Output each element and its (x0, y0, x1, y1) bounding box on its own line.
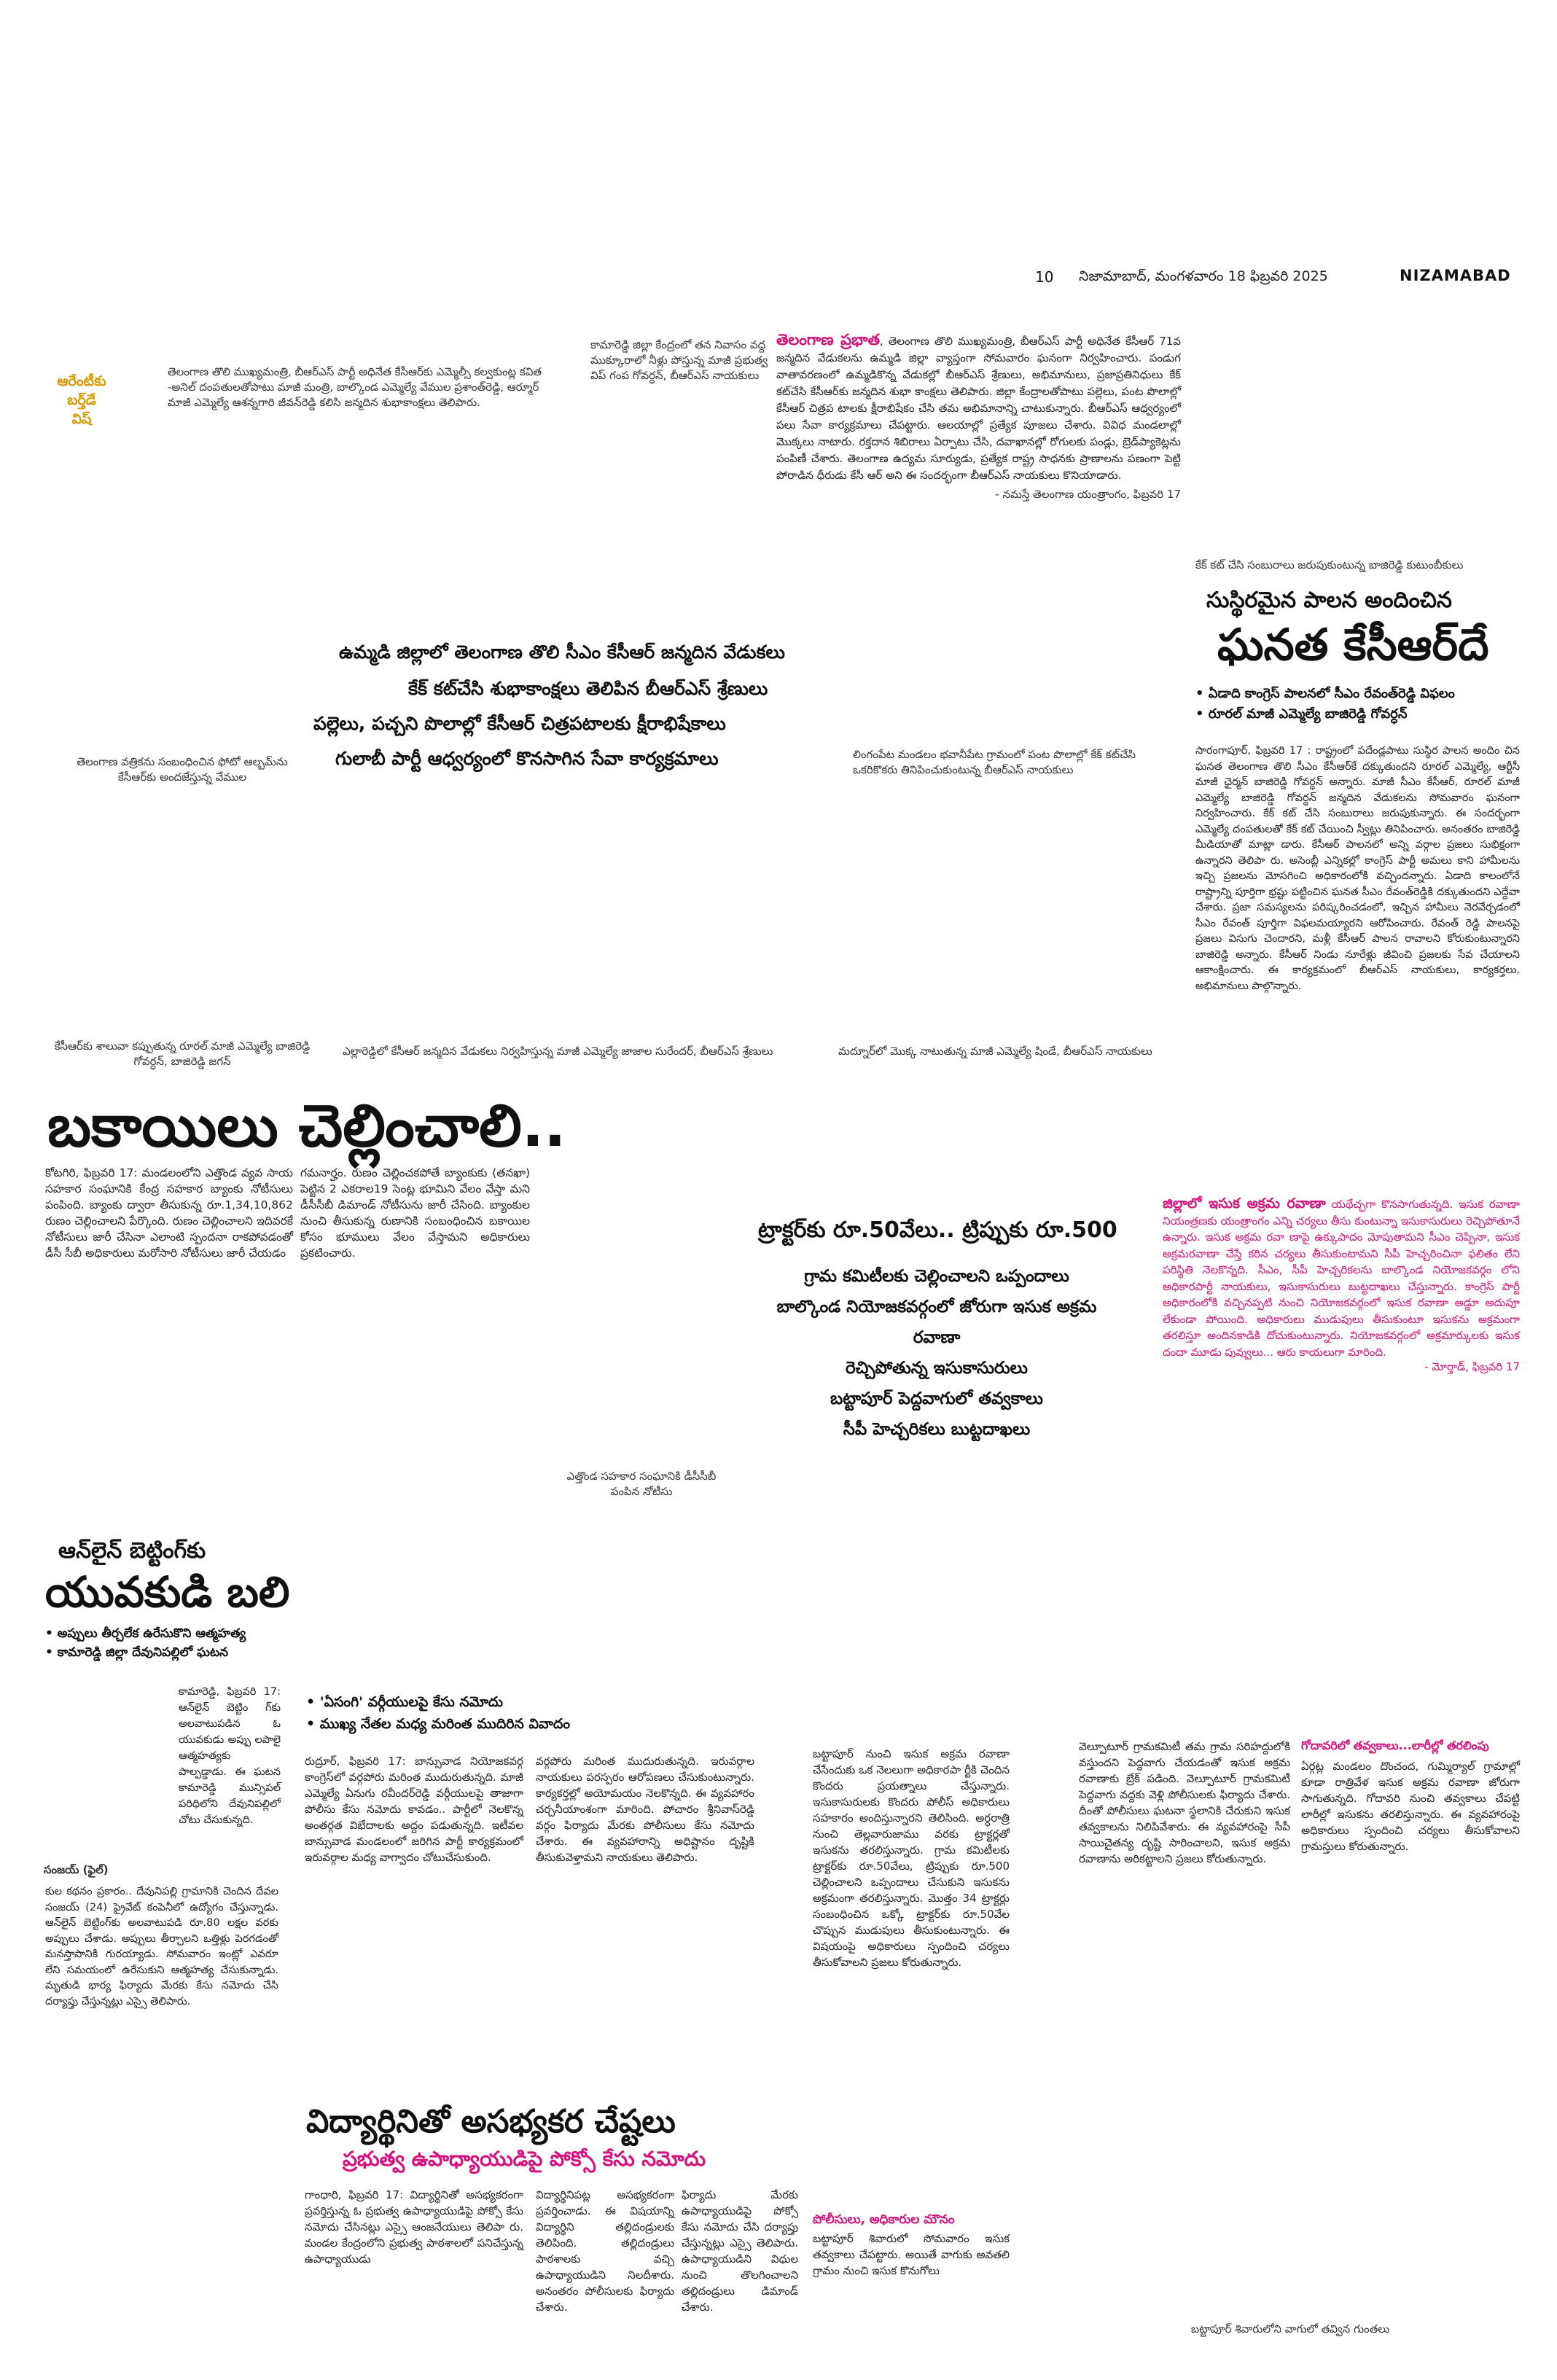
bakayilu-headline: బకాయిలు చెల్లించాలి.. (47, 1092, 566, 1160)
telangana-label: తెలంగాణ ప్రభాత (776, 331, 880, 348)
betting-body: కుల కథనం ప్రకారం.. దేవునిపల్లి గ్రామానిక… (45, 1886, 278, 2008)
sand-box-label: జిల్లాలో ఇసుక అక్రమ రవాణా (1163, 1195, 1326, 1212)
birthday-logo: ఆరేంటీకు బర్త్‌డే విష్ (52, 372, 111, 429)
photo-caption: తెలంగాణ తొలి ముఖ్యమంత్రి, బీఆర్ఎస్ పార్ట… (168, 365, 542, 409)
page-number: 10 (1035, 268, 1054, 286)
deck-line: బాల్కొండ నియోజకవర్గంలో జోరుగా ఇసుక అక్రమ… (776, 1298, 1097, 1347)
photo-caption: తెలంగాణ వత్రికను సంబంధించిన ఫోటో ఆల్బమ్‌… (77, 755, 288, 784)
photo-caption: కేసీఆర్‌కు శాలువా కప్పుతున్న రూరల్ మాజీ … (54, 1039, 311, 1068)
photo-caption: లింగంపేట మండలం భవానీపేట గ్రామంలో పంట పొల… (853, 748, 1136, 776)
headline-line: కేక్ కట్‌చేసి శుభాకాంక్షలు తెలిపిన బీఆర్… (408, 678, 768, 699)
deck-line: సీపీ హెచ్చరికలు బుట్టదాఖలు (843, 1420, 1031, 1439)
sand-col-3: ఏర్గట్ల మండలం దొంచంద, గుమ్మిర్యాల్ గ్రామ… (1301, 1760, 1520, 1853)
deck-line: గ్రామ కమిటీలకు చెల్లించాలని ఒప్పందాలు (804, 1267, 1069, 1286)
story-kicker: సుస్థిరమైన పాలన అందించిన (1206, 588, 1452, 613)
sand-col-1: బట్టాపూర్ నుంచి ఇసుక అక్రమ రవాణా చేసేందు… (813, 1747, 1010, 1969)
yesangi-col-2: వర్గపోరు మరింత ముదురుతున్నది. ఇరువర్గాల … (536, 1755, 754, 1864)
credit-line: - నమస్తే తెలంగాణ యంత్రాంగం, ఫిబ్రవరి 17 (995, 488, 1181, 501)
teacher-col-3: ఫిర్యాదు మేరకు ఉపాధ్యాయుడిపై పోక్సో కేసు… (682, 2188, 798, 2314)
yesangi-col-1: రుద్రూర్, ఫిబ్రవరి 17: బాన్సువాడ నియోజకవ… (305, 1755, 523, 1864)
sand-top-headline: ట్రాక్టర్‌కు రూ.50వేలు.. ట్రిప్పుకు రూ.5… (758, 1217, 1117, 1243)
teacher-col-1: గాంధారి, ఫిబ్రవరి 17: విద్యార్థినితో అసభ… (305, 2188, 523, 2266)
photo-caption: బట్టాపూర్ శివారులోని వాగులో తవ్విన గుంతల… (1190, 2322, 1390, 2336)
telangana-box: తెలంగాణ ప్రభాత, తెలంగాణ తొలి ముఖ్యమంత్రి… (776, 332, 1181, 502)
betting-bullets: • అప్పులు తీర్చలేక ఉరేసుకొని ఆత్మహత్య • … (45, 1624, 322, 1662)
photo-caption: సంజయ్ (ఫైల్) (44, 1863, 109, 1876)
bullet-item: • ముఖ్య నేతల మధ్య మరింత ముదిరిన వివాదం (306, 1716, 570, 1732)
sand-intro-box: జిల్లాలో ఇసుక అక్రమ రవాణా యథేచ్ఛగా కొనసా… (1163, 1195, 1520, 1376)
betting-lead: కామారెడ్డి, ఫిబ్రవరి 17: ఆన్‌లైన్ బెట్టి… (179, 1686, 281, 1826)
logo-line-3: విష్ (71, 411, 92, 427)
sand-col-2: వెల్పూటూర్ గ్రామకమిటీ తమ గ్రామ సరిహద్దుల… (1079, 1740, 1290, 1865)
bakayilu-col-2: గమనార్హం. రుణం చెల్లించకపోతే బ్యాంకుకు (… (300, 1166, 530, 1260)
yesangi-bullets: • 'ఏసంగి' వర్గీయులపై కేసు నమోదు • ముఖ్య … (306, 1691, 758, 1735)
story-body: సారంగాపూర్, ఫిబ్రవరి 17 : రాష్ట్రంలో పదే… (1195, 745, 1520, 992)
photo-caption: కేక్ కట్ చేసి సంబురాలు జరుపుకుంటున్న బాజ… (1195, 558, 1464, 571)
photo-caption: కామారెడ్డి జిల్లా కేంద్రంలో తన నివాసం వద… (590, 338, 768, 382)
bullet-item: • అప్పులు తీర్చలేక ఉరేసుకొని ఆత్మహత్య (45, 1626, 246, 1641)
teacher-headline: విద్యార్థినితో అసభ్యకర చేష్టలు (306, 2103, 676, 2140)
photo-caption: ఎత్తొండ సహకార సంఘానికి డీసీసీబీ పంపిన నో… (566, 1470, 717, 1498)
credit-line: - మోర్తాడ్, ఫిబ్రవరి 17 (1424, 1360, 1520, 1373)
deck-line: రెచ్చిపోతున్న ఇసుకాసురులు (846, 1359, 1028, 1378)
sand-box-body: యథేచ్ఛగా కొనసాగుతున్నది. ఇసుక రవాణా నియం… (1163, 1198, 1520, 1359)
edition-name: NIZAMABAD (1400, 267, 1511, 284)
logo-line-2: బర్త్‌డే (67, 392, 96, 408)
betting-kicker: ఆన్‌లైన్ బెట్టింగ్‌కు (58, 1538, 206, 1564)
bullet-item: • ఏడాది కాంగ్రెస్ పాలనలో సీఎం రేవంత్‌రెడ… (1195, 686, 1455, 701)
bullet-item: • 'ఏసంగి' వర్గీయులపై కేసు నమోదు (306, 1694, 503, 1710)
betting-headline: యువకుడి బలి (45, 1567, 290, 1617)
headline-kicker: ఉమ్మడి జిల్లాలో తెలంగాణ తొలి సీఎం కేసీఆర… (339, 641, 785, 663)
photo-caption: ఎల్లారెడ్డిలో కేసీఆర్ జన్మదిన వేడుకలు ని… (343, 1045, 773, 1058)
headline-line: పల్లెలు, పచ్చని పొలాల్లో కేసీఆర్ చిత్రపట… (313, 713, 726, 734)
story-bullets: • ఏడాది కాంగ్రెస్ పాలనలో సీఎం రేవంత్‌రెడ… (1195, 684, 1523, 725)
photo-caption: మద్నూర్‌లో మొక్క నాటుతున్న మాజీ ఎమ్మెల్య… (838, 1045, 1152, 1058)
bullet-item: • కామారెడ్డి జిల్లా దేవునిపల్లిలో ఘటన (45, 1645, 229, 1660)
dateline: నిజామాబాద్, మంగళవారం 18 ఫిబ్రవరి 2025 (1079, 268, 1328, 284)
headline-line: గులాబీ పార్టీ ఆధ్వర్యంలో కొనసాగిన సేవా క… (335, 748, 719, 769)
teacher-col-2: విద్యార్థినిపట్ల అసభ్యకరంగా ప్రవర్తించాడ… (536, 2188, 674, 2314)
story-headline: ఘనత కేసీఆర్‌దే (1217, 620, 1489, 671)
bullet-item: • రూరల్ మాజీ ఎమ్మెల్యే బాజిరెడ్డి గోవర్ధ… (1195, 706, 1408, 722)
sand-subhead: పోలీసులు, అధికారుల మౌనం (813, 2212, 955, 2227)
sand-col3-head: గోదావరిలో తవ్వకాలు...లారీల్లో తరలింపు (1301, 1739, 1489, 1752)
logo-line-1: ఆరేంటీకు (57, 373, 106, 389)
deck-line: బట్టాపూర్ పెద్దవాగులో తవ్వకాలు (830, 1389, 1043, 1408)
sand-deck: గ్రామ కమిటీలకు చెల్లించాలని ఒప్పందాలు బా… (773, 1261, 1101, 1445)
teacher-subhead: ప్రభుత్వ ఉపాధ్యాయుడిపై పోక్సో కేసు నమోదు (343, 2147, 706, 2171)
telangana-box-body: తెలంగాణ ప్రభాత, తెలంగాణ తొలి ముఖ్యమంత్రి… (776, 331, 1182, 483)
sand-col-1b: బట్టాపూర్ శివారులో సోమవారం ఇసుక తవ్వకాలు… (813, 2232, 1010, 2277)
bakayilu-col-1: కోటగిరి, ఫిబ్రవరి 17: మండలంలోని ఎత్తొండ … (45, 1166, 293, 1260)
